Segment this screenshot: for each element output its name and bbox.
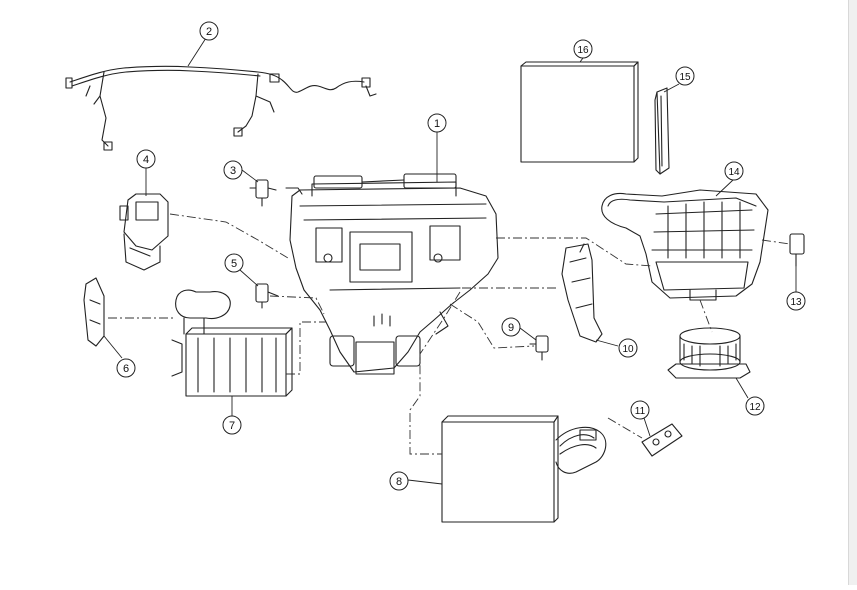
callout-markers: 1 2 3 4 5 6 7 8	[116, 21, 806, 491]
hvac-unit-housing	[285, 173, 499, 375]
callout-15-label: 15	[679, 72, 691, 83]
callout-16-label: 16	[577, 45, 589, 56]
callout-7: 7	[222, 415, 242, 435]
actuator-assembly-4	[119, 193, 169, 271]
callout-8: 8	[389, 471, 409, 491]
blower-intake-unit	[601, 189, 769, 301]
callout-11-label: 11	[635, 406, 646, 417]
callout-9-label: 9	[508, 322, 514, 334]
callout-leaders	[103, 37, 797, 485]
callout-10-label: 10	[622, 344, 634, 355]
callout-10: 10	[618, 338, 638, 358]
callout-15: 15	[675, 66, 695, 86]
callout-5: 5	[224, 253, 244, 273]
callout-6: 6	[116, 358, 136, 378]
actuator-3	[249, 179, 277, 207]
callout-1: 1	[427, 113, 447, 133]
callout-2: 2	[199, 21, 219, 41]
filter-cover	[654, 87, 670, 175]
callout-7-label: 7	[229, 420, 235, 432]
callout-14: 14	[724, 161, 744, 181]
callout-5-label: 5	[231, 258, 237, 270]
assembly-guide-lines	[108, 213, 791, 455]
window-edge	[848, 0, 857, 585]
callout-6-label: 6	[123, 363, 129, 375]
callout-14-label: 14	[728, 167, 740, 178]
sensor-9	[529, 335, 549, 361]
blower-motor	[667, 327, 751, 379]
callout-9: 9	[501, 317, 521, 337]
duct-bracket-10	[561, 243, 603, 343]
callout-16: 16	[573, 39, 593, 59]
callout-8-label: 8	[396, 476, 402, 488]
callout-13: 13	[786, 291, 806, 311]
callout-1-label: 1	[434, 118, 440, 130]
connector-13	[789, 233, 805, 267]
callout-3-label: 3	[230, 165, 236, 177]
callout-4-label: 4	[143, 154, 149, 166]
callout-2-label: 2	[206, 26, 212, 38]
heater-core	[171, 289, 293, 397]
callout-4: 4	[136, 149, 156, 169]
duct-piece-6	[83, 277, 105, 347]
wiring-harness	[65, 65, 377, 151]
evaporator-core	[441, 415, 607, 523]
expansion-valve	[641, 423, 683, 457]
callout-12: 12	[745, 396, 765, 416]
callout-12-label: 12	[749, 402, 761, 413]
cabin-air-filter	[520, 61, 639, 163]
callout-11: 11	[630, 400, 650, 420]
sensor-5	[255, 283, 279, 309]
callout-13-label: 13	[790, 297, 802, 308]
callout-3: 3	[223, 160, 243, 180]
